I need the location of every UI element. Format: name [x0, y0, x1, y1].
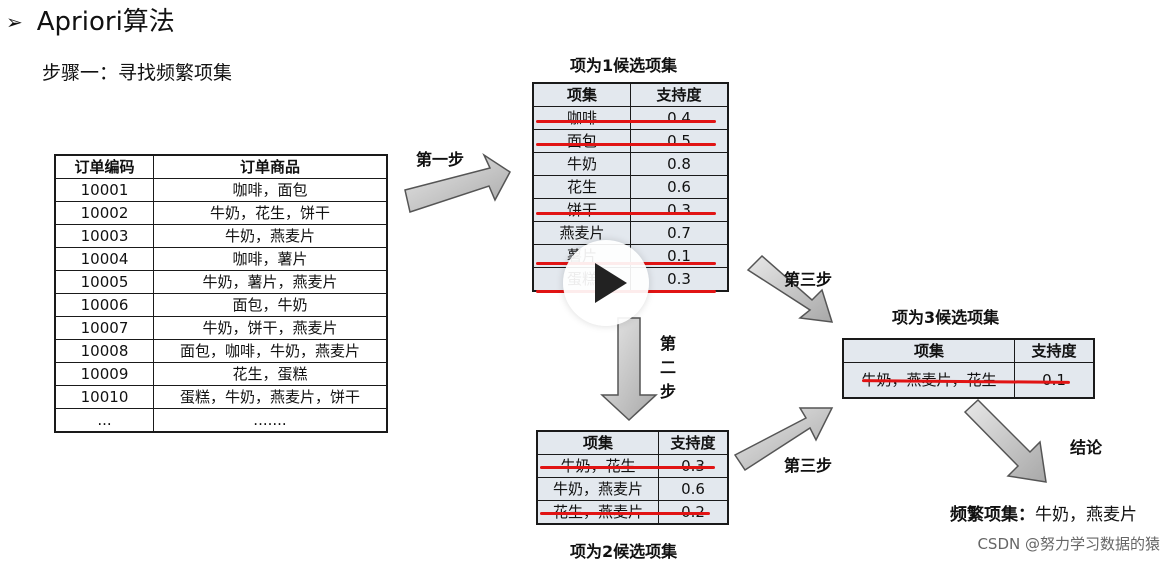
step3-lower-arrow: [733, 407, 834, 472]
itemset: 牛奶: [532, 152, 631, 176]
play-button[interactable]: [563, 240, 649, 326]
order-id: 10010: [54, 385, 154, 409]
watermark: CSDN @努力学习数据的猿: [977, 535, 1160, 553]
play-icon: [595, 263, 627, 303]
c2-title: 项为2候选项集: [570, 542, 678, 561]
support: 0.3: [630, 198, 729, 222]
step2-arrow: [600, 317, 658, 422]
conclusion-label: 结论: [1070, 438, 1103, 457]
c1-col-itemset: 项集: [532, 82, 631, 107]
order-items: 蛋糕，牛奶，燕麦片，饼干: [153, 385, 388, 409]
step3-lower-label: 第三步: [784, 456, 833, 475]
c1-title: 项为1候选项集: [570, 56, 678, 75]
order-items: 面包，牛奶: [153, 293, 388, 317]
step3-upper-label: 第三步: [784, 270, 833, 289]
order-items: 牛奶，薯片，燕麦片: [153, 270, 388, 294]
c3-table: 项集 支持度 牛奶，燕麦片，花生0.1: [842, 338, 1095, 399]
result-label: 频繁项集：: [950, 505, 1035, 525]
conclusion-arrow: [963, 398, 1047, 483]
order-items: 牛奶，花生，饼干: [153, 201, 388, 225]
step3-upper-arrow: [746, 254, 834, 323]
support: 0.4: [630, 106, 729, 130]
itemset: 咖啡: [532, 106, 631, 130]
frequent-itemset-result: 频繁项集：牛奶，燕麦片: [950, 500, 1137, 525]
step2-char: 步: [660, 382, 677, 401]
strike-line: [536, 143, 716, 146]
step2-char: 二: [660, 358, 677, 377]
itemset: 花生: [532, 175, 631, 199]
table-row: ..........: [54, 408, 388, 433]
order-id: 10005: [54, 270, 154, 294]
page-title: Apriori算法: [36, 7, 175, 37]
title-row: ➢ Apriori算法: [6, 2, 175, 42]
order-items: 花生，蛋糕: [153, 362, 388, 386]
step1-label: 第一步: [416, 150, 465, 169]
order-id: 10001: [54, 178, 154, 202]
order-id: 10002: [54, 201, 154, 225]
step2-char: 第: [660, 334, 677, 353]
step1-arrow: [404, 152, 511, 213]
strike-line: [540, 512, 710, 515]
c1-col-support: 支持度: [630, 82, 729, 107]
c3-col-itemset: 项集: [842, 338, 1015, 363]
c3-col-support: 支持度: [1014, 338, 1095, 363]
strike-line: [536, 120, 716, 123]
order-id: 10007: [54, 316, 154, 340]
order-id: 10006: [54, 293, 154, 317]
order-items: 牛奶，饼干，燕麦片: [153, 316, 388, 340]
col-order-items: 订单商品: [153, 154, 388, 179]
c3-title: 项为3候选项集: [892, 308, 1000, 327]
support: 0.6: [658, 477, 729, 501]
itemset: 饼干: [532, 198, 631, 222]
support: 0.5: [630, 129, 729, 153]
order-id: 10004: [54, 247, 154, 271]
support: 0.7: [630, 221, 729, 245]
order-items: 牛奶，燕麦片: [153, 224, 388, 248]
step-subtitle: 步骤一：寻找频繁项集: [42, 62, 233, 84]
order-items: .......: [153, 408, 388, 433]
order-items: 咖啡，薯片: [153, 247, 388, 271]
strike-line: [540, 466, 715, 469]
support: 0.8: [630, 152, 729, 176]
itemset: 面包: [532, 129, 631, 153]
step2-label: 第 二 步: [660, 332, 676, 404]
c2-col-support: 支持度: [658, 430, 729, 455]
itemset: 燕麦片: [532, 221, 631, 245]
order-id: 10008: [54, 339, 154, 363]
order-id: 10009: [54, 362, 154, 386]
result-value: 牛奶，燕麦片: [1035, 505, 1137, 525]
col-order-id: 订单编码: [54, 154, 154, 179]
strike-line: [536, 212, 716, 215]
order-id: 10003: [54, 224, 154, 248]
arrow-bullet-icon: ➢: [6, 10, 23, 34]
order-items: 面包，咖啡，牛奶，燕麦片: [153, 339, 388, 363]
c2-col-itemset: 项集: [536, 430, 659, 455]
support: 0.6: [630, 175, 729, 199]
order-id: ...: [54, 408, 154, 433]
order-items: 咖啡，面包: [153, 178, 388, 202]
itemset: 牛奶，燕麦片: [536, 477, 659, 501]
